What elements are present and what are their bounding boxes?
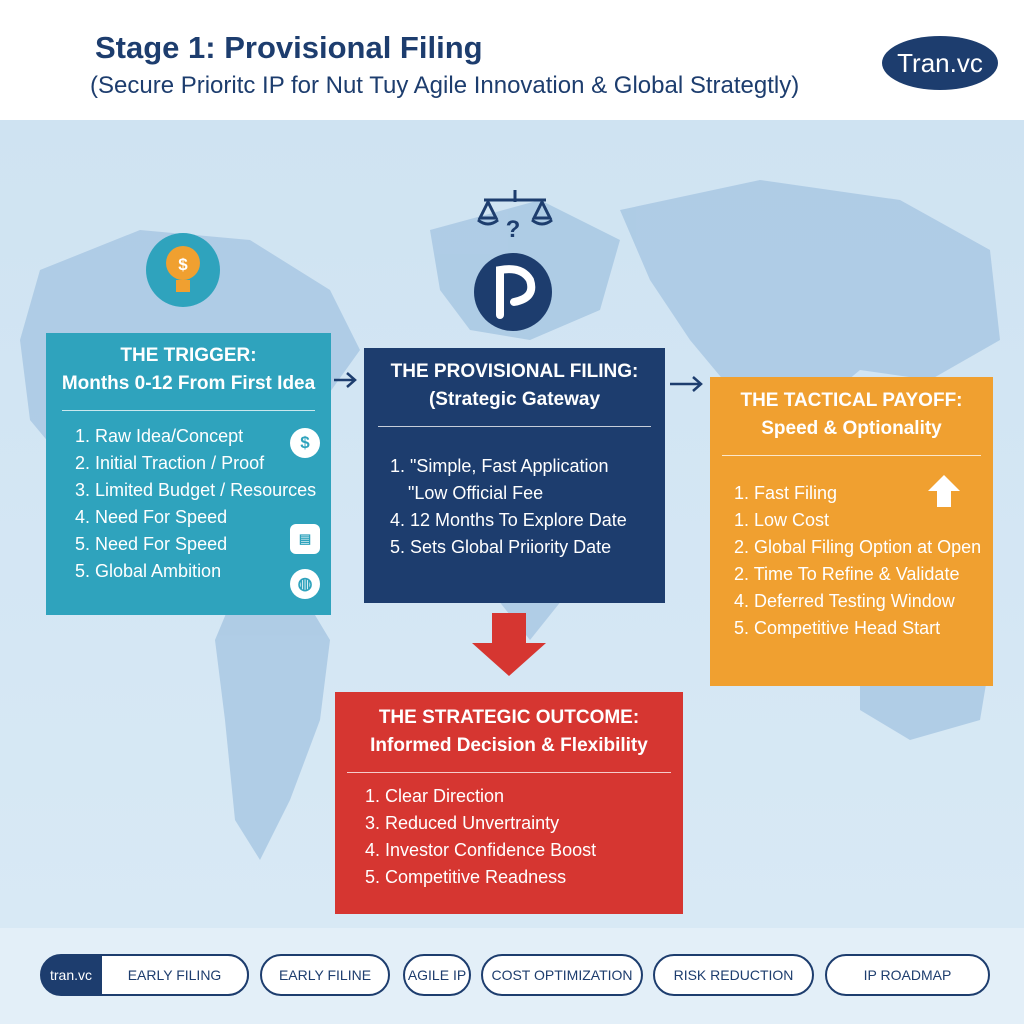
trigger-subtitle: Months 0-12 From First Idea <box>46 370 331 398</box>
footer-tag-early-filine[interactable]: EARLY FILINE <box>260 954 390 996</box>
provisional-title: THE PROVISIONAL FILING: <box>364 358 665 386</box>
strategic-outcome-box: THE STRATEGIC OUTCOME: Informed Decision… <box>335 692 683 914</box>
list-item: 1. "Simple, Fast Application <box>390 453 665 480</box>
footer-tag-risk-reduction[interactable]: RISK REDUCTION <box>653 954 814 996</box>
p-badge-icon <box>474 253 552 331</box>
provisional-list: 1. "Simple, Fast Application "Low Offici… <box>364 453 665 561</box>
footer-tag-cost-optimization[interactable]: COST OPTIMIZATION <box>481 954 643 996</box>
footer-tag-agile-ip[interactable]: AGILE IP <box>403 954 471 996</box>
list-item: 2. Initial Traction / Proof <box>75 450 331 477</box>
dollar-icon: $ <box>290 428 320 458</box>
footer-tag-ip-roadmap[interactable]: IP ROADMAP <box>825 954 990 996</box>
payoff-title: THE TACTICAL PAYOFF: <box>710 387 993 415</box>
brand-logo[interactable]: Tran.vc <box>882 36 998 90</box>
outcome-subtitle: Informed Decision & Flexibility <box>335 732 683 760</box>
chart-icon: ▤ <box>290 524 320 554</box>
list-item: 4. 12 Months To Explore Date <box>390 507 665 534</box>
list-item: 5. Sets Global Priiority Date <box>390 534 665 561</box>
list-item: 5. Competitive Readness <box>365 864 683 891</box>
question-mark-glyph: ? <box>506 216 521 243</box>
trigger-title: THE TRIGGER: <box>46 342 331 370</box>
trigger-divider <box>62 410 315 411</box>
list-item: 1. Low Cost <box>734 507 993 534</box>
payoff-subtitle: Speed & Optionality <box>710 415 993 443</box>
list-item: 5. Competitive Head Start <box>734 615 993 642</box>
trigger-list: 1. Raw Idea/Concept 2. Initial Traction … <box>46 423 331 585</box>
globe-icon: ◍ <box>290 569 320 599</box>
list-item: 2. Time To Refine & Validate <box>734 561 993 588</box>
list-item: 2. Global Filing Option at Open <box>734 534 993 561</box>
outcome-list: 1. Clear Direction 3. Reduced Unvertrain… <box>335 783 683 891</box>
provisional-divider <box>378 426 651 427</box>
outcome-title: THE STRATEGIC OUTCOME: <box>335 704 683 732</box>
list-item: 4. Investor Confidence Boost <box>365 837 683 864</box>
up-arrow-icon <box>924 471 964 511</box>
lightbulb-dollar-icon: $ <box>146 233 220 307</box>
svg-text:$: $ <box>178 255 188 274</box>
footer-tag-early-filing[interactable]: tran.vc EARLY FILING <box>40 954 249 996</box>
provisional-subtitle: (Strategic Gateway <box>364 386 665 414</box>
tactical-payoff-box: THE TACTICAL PAYOFF: Speed & Optionality… <box>710 377 993 686</box>
provisional-filing-box: THE PROVISIONAL FILING: (Strategic Gatew… <box>364 348 665 603</box>
page-title: Stage 1: Provisional Filing <box>95 30 483 66</box>
list-item: 3. Limited Budget / Resources <box>75 477 331 504</box>
right-arrow-icon <box>670 377 701 391</box>
trigger-box: THE TRIGGER: Months 0-12 From First Idea… <box>46 333 331 615</box>
list-item: 4. Deferred Testing Window <box>734 588 993 615</box>
list-item: "Low Official Fee <box>390 480 665 507</box>
footer-brand: tran.vc <box>50 967 92 983</box>
header: Stage 1: Provisional Filing (Secure Prio… <box>0 0 1024 120</box>
outcome-divider <box>347 772 671 773</box>
list-item: 1. Clear Direction <box>365 783 683 810</box>
list-item: 3. Reduced Unvertrainty <box>365 810 683 837</box>
page-subtitle: (Secure Prioritc IP for Nut Tuy Agile In… <box>90 72 799 100</box>
tag-label: EARLY FILING <box>100 954 249 996</box>
payoff-divider <box>722 455 981 456</box>
